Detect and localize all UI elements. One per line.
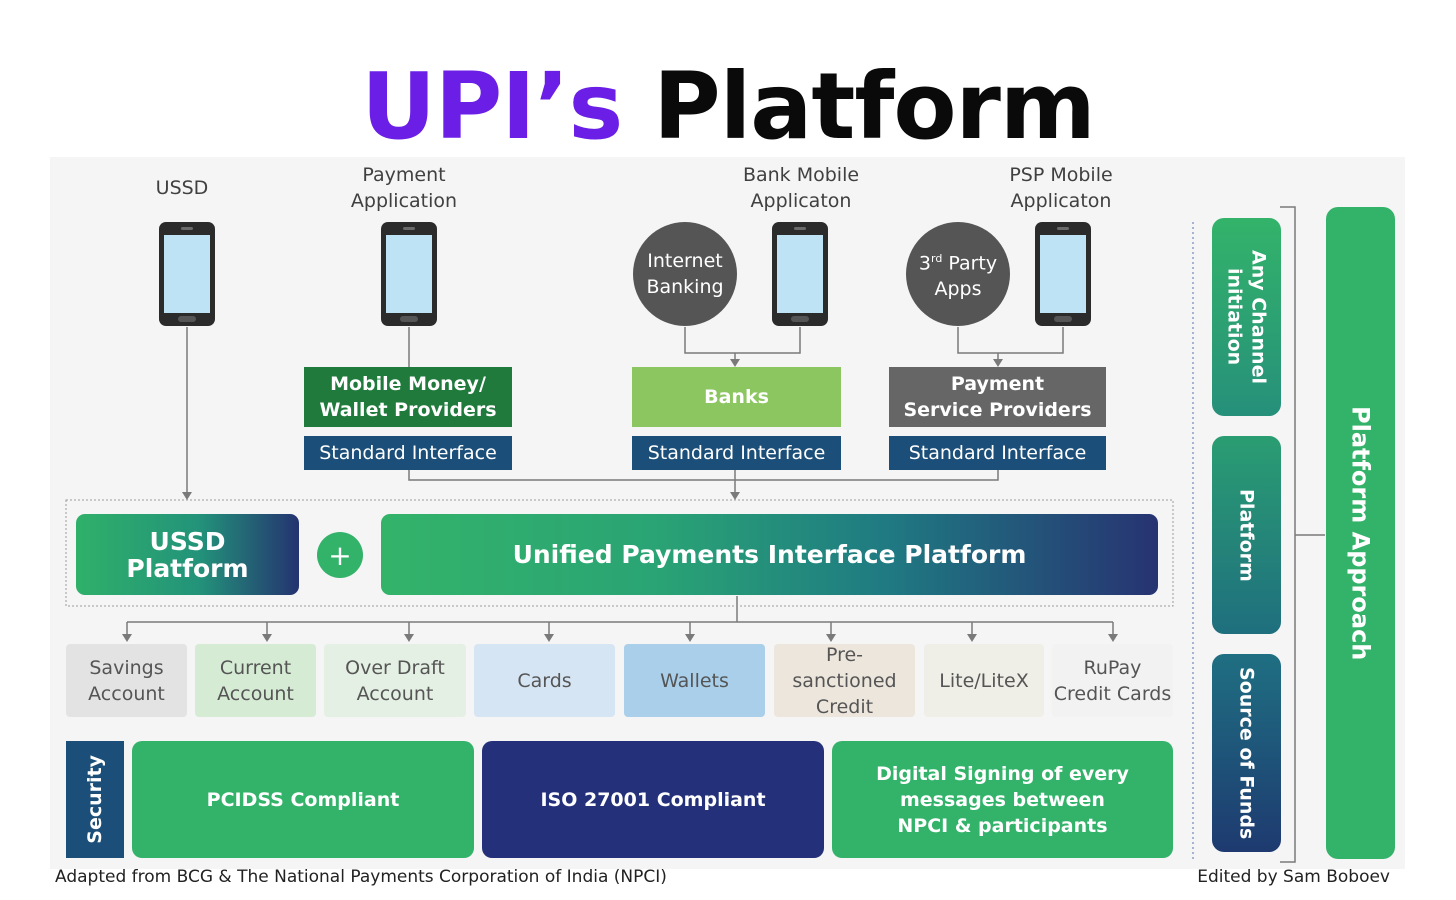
security-label: Security <box>84 755 106 844</box>
bank-mobile-line2: Applicaton <box>750 190 852 212</box>
standard-interface-box: Standard Interface <box>304 436 512 470</box>
any-channel-line1: Any Channel <box>1247 250 1270 384</box>
platform-approach-text: Platform Approach <box>1346 405 1375 661</box>
third-party-apps-circle: 3rd Party Apps <box>906 222 1010 326</box>
account-current-l2: Account <box>217 682 294 705</box>
ussd-platform-line1: USSD <box>149 526 226 556</box>
plus-icon: + <box>317 532 363 578</box>
payment-application-line2: Application <box>350 190 458 212</box>
internet-banking-line1: Internet <box>647 250 723 272</box>
digital-signing-line3: NPCI & participants <box>897 814 1108 837</box>
phone-icon <box>159 222 215 326</box>
account-cards-l1: Cards <box>517 669 572 692</box>
pcidss-box: PCIDSS Compliant <box>132 741 474 858</box>
title-upi: UPI’s <box>361 53 623 160</box>
account-rupay-l2: Credit Cards <box>1053 682 1172 705</box>
ussd-label: USSD <box>155 177 209 199</box>
digital-signing-box: Digital Signing of every messages between… <box>832 741 1173 858</box>
digital-signing-line1: Digital Signing of every <box>876 762 1129 785</box>
account-presanctioned-l2: Credit <box>815 695 874 718</box>
psp-line2: Service Providers <box>903 399 1092 421</box>
mobile-money-line2: Wallet Providers <box>319 399 497 421</box>
third-party-line1: 3rd Party <box>919 246 997 276</box>
source-credit: Adapted from BCG & The National Payments… <box>55 867 667 887</box>
account-lite-l1: Lite/LiteX <box>939 669 1029 692</box>
mobile-money-line1: Mobile Money/ <box>330 373 486 395</box>
psp-mobile-line2: Applicaton <box>1010 190 1112 212</box>
account-cards: Cards <box>474 644 615 717</box>
psp-mobile-line1: PSP Mobile <box>1009 164 1113 186</box>
payment-application-line1: Payment <box>362 164 446 186</box>
third-party-sup: rd <box>930 251 943 265</box>
psp-line1: Payment <box>950 373 1045 395</box>
payment-application-label: Payment Application <box>324 162 484 214</box>
mobile-money-box: Mobile Money/Wallet Providers <box>304 367 512 427</box>
account-wallets-l1: Wallets <box>660 669 729 692</box>
standard-interface-box: Standard Interface <box>889 436 1106 470</box>
security-label-box: Security <box>66 741 124 858</box>
account-overdraft-l2: Account <box>356 682 434 705</box>
account-current-l1: Current <box>219 656 292 679</box>
account-lite: Lite/LiteX <box>924 644 1044 717</box>
any-channel-line2: initiation <box>1223 268 1246 366</box>
third-party-num: 3 <box>918 252 931 275</box>
psp-mobile-label: PSP Mobile Applicaton <box>981 162 1141 214</box>
standard-interface-box: Standard Interface <box>632 436 841 470</box>
account-overdraft-l1: Over Draft <box>345 656 445 679</box>
third-party-word: Party <box>948 252 998 275</box>
account-presanctioned-l1: Pre-sanctioned <box>792 643 897 692</box>
account-savings-l2: Account <box>88 682 165 705</box>
platform-approach-bar: Platform Approach <box>1326 207 1395 859</box>
phone-icon <box>1035 222 1091 326</box>
source-of-funds-text: Source of Funds <box>1235 666 1258 840</box>
account-rupay-l1: RuPay <box>1083 656 1142 679</box>
third-party-line2: Apps <box>934 278 982 301</box>
bank-mobile-line1: Bank Mobile <box>742 164 860 186</box>
platform-bar-text: Platform <box>1235 488 1258 582</box>
bank-mobile-label: Bank Mobile Applicaton <box>721 162 881 214</box>
internet-banking-line2: Banking <box>646 276 724 298</box>
phone-icon <box>381 222 437 326</box>
iso-box: ISO 27001 Compliant <box>482 741 824 858</box>
source-of-funds-bar: Source of Funds <box>1212 654 1281 852</box>
upi-platform-box: Unified Payments Interface Platform <box>381 514 1158 595</box>
ussd-platform-line2: Platform <box>126 553 249 583</box>
digital-signing-line2: messages between <box>900 788 1105 811</box>
editor-credit: Edited by Sam Boboev <box>1197 867 1390 887</box>
banks-box: Banks <box>632 367 841 427</box>
account-wallets: Wallets <box>624 644 765 717</box>
phone-icon <box>772 222 828 326</box>
account-savings-l1: Savings <box>89 656 164 679</box>
platform-bar: Platform <box>1212 436 1281 634</box>
